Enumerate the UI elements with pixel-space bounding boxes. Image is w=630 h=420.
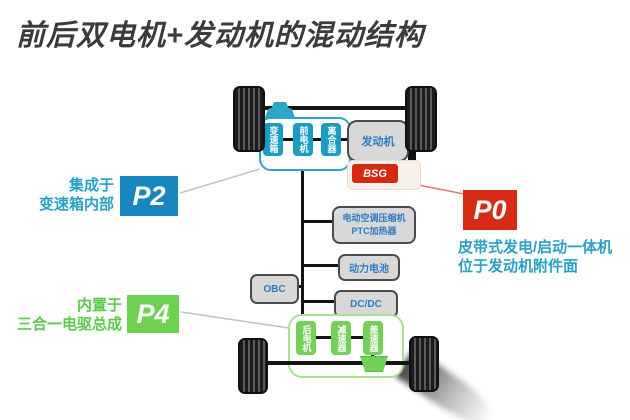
reducer-label: 减速器 xyxy=(336,324,347,352)
p4-description-line2: 三合一电驱总成 xyxy=(16,316,122,333)
gearbox-label: 变速箱 xyxy=(268,126,279,153)
battery-branch-line xyxy=(302,264,342,267)
reducer-box: 减速器 xyxy=(331,321,351,355)
p0-description-line2: 位于发动机附件面 xyxy=(458,258,579,275)
p4-description-line1: 内置于 xyxy=(76,297,122,314)
page-title: 前后双电机+发动机的混动结构 xyxy=(16,20,424,52)
rear-differential-label: 差速器 xyxy=(368,324,379,352)
car-top-icon xyxy=(265,102,295,118)
wheel-front-left xyxy=(233,86,265,152)
p0-description: 皮带式发电/启动一体机 位于发动机附件面 xyxy=(458,238,628,276)
power-battery-box: 动力电池 xyxy=(338,254,400,281)
p2-description-line1: 集成于 xyxy=(68,177,114,194)
p2-leader-line xyxy=(179,168,261,194)
engine-box: 发动机 xyxy=(347,120,409,162)
wheel-front-right xyxy=(405,86,437,152)
front-motor-label: 前电机 xyxy=(298,126,309,153)
obc-box: OBC xyxy=(250,274,299,304)
ac-compressor-box: 电动空调压缩机 PTC加热器 xyxy=(332,206,416,244)
ac-branch-line xyxy=(302,220,336,223)
p4-description: 内置于 三合一电驱总成 xyxy=(5,296,122,334)
dcdc-branch-line xyxy=(302,300,338,303)
wheel-rear-right xyxy=(409,336,439,392)
power-stem-line xyxy=(301,150,304,325)
clutch-box: 离合器 xyxy=(321,123,341,156)
front-axle-line xyxy=(240,106,426,110)
p4-tag: P4 xyxy=(127,295,179,333)
rear-motor-label: 后电机 xyxy=(301,324,312,352)
wheel-rear-left xyxy=(238,338,268,394)
p4-leader-line xyxy=(180,311,290,329)
p2-description: 集成于 变速箱内部 xyxy=(20,176,114,214)
p0-description-line1: 皮带式发电/启动一体机 xyxy=(458,239,613,256)
ptc-heater-label: PTC加热器 xyxy=(351,226,397,236)
rear-axle-line xyxy=(244,361,430,365)
p0-tag: P0 xyxy=(463,190,517,230)
p2-description-line2: 变速箱内部 xyxy=(38,196,114,213)
bsg-box: BSG xyxy=(352,164,398,183)
gearbox-box: 变速箱 xyxy=(263,123,283,156)
p2-tag: P2 xyxy=(120,176,178,216)
clutch-label: 离合器 xyxy=(326,126,337,153)
ac-compressor-label: 电动空调压缩机 xyxy=(342,213,406,224)
rear-motor-box: 后电机 xyxy=(296,321,316,355)
front-motor-box: 前电机 xyxy=(293,123,313,156)
rear-differential-box: 差速器 xyxy=(363,321,383,355)
